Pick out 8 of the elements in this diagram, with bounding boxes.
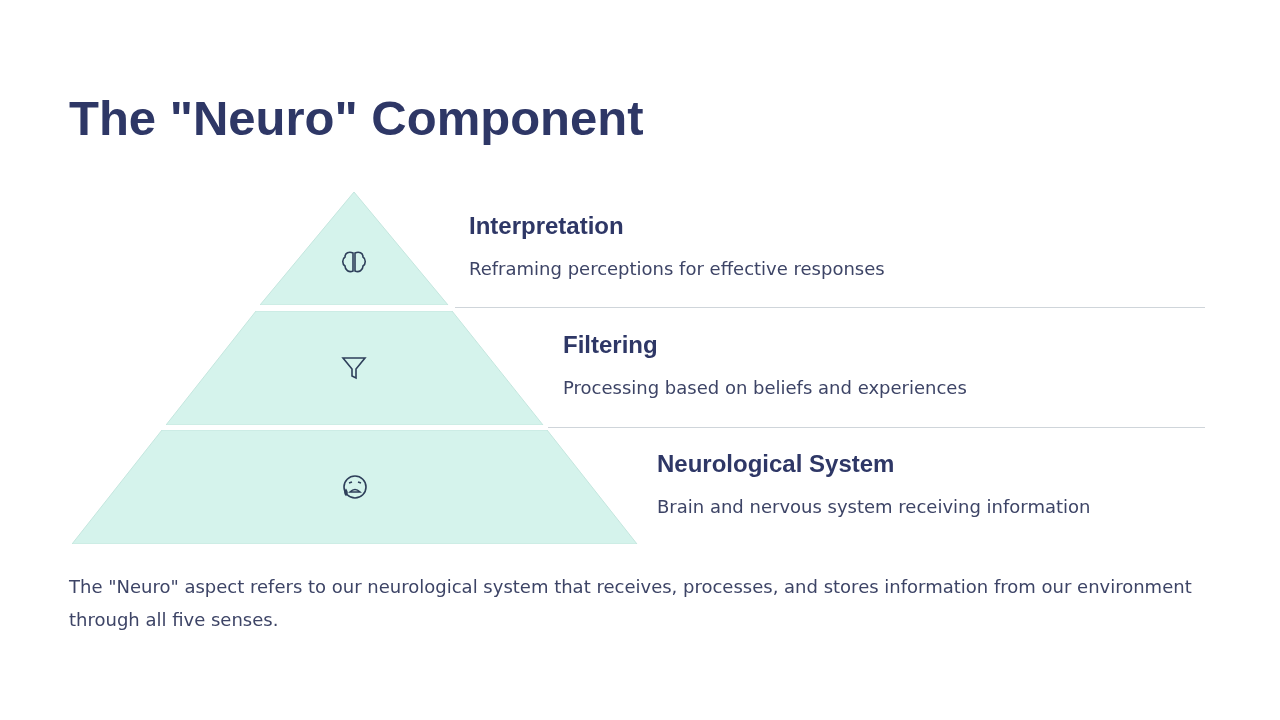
tier-heading: Filtering bbox=[563, 331, 658, 359]
tier-description: Processing based on beliefs and experiences bbox=[563, 377, 967, 398]
caption-text: The "Neuro" aspect refers to our neurological system that receives, processes, and stores information from our environment through all five senses. bbox=[69, 575, 1193, 632]
slide-title: The "Neuro" Component bbox=[69, 90, 644, 146]
tier-description: Brain and nervous system receiving information bbox=[657, 496, 1091, 517]
tier-heading: Interpretation bbox=[469, 212, 624, 240]
tier-heading: Neurological System bbox=[657, 450, 895, 478]
tier-description: Reframing perceptions for effective responses bbox=[469, 258, 885, 279]
